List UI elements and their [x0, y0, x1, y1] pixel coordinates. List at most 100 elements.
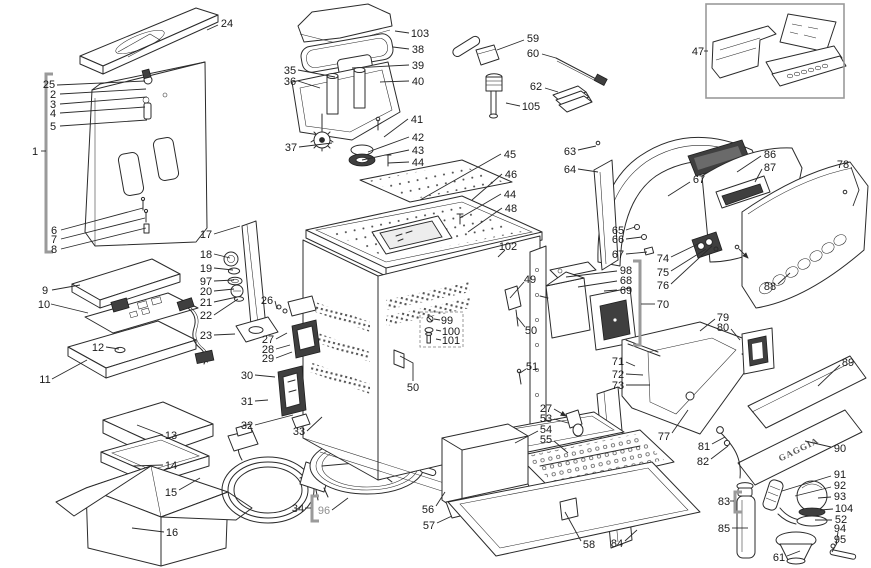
- leader-line-95: [831, 542, 838, 553]
- bowl-40: [291, 61, 401, 141]
- leader-line-90: [804, 440, 832, 448]
- leader-line-42: [367, 136, 410, 153]
- part-label-94: 94: [834, 523, 846, 535]
- scoop-105: [485, 73, 503, 119]
- leader-line-2: [59, 88, 147, 95]
- leader-line-44: [459, 193, 502, 219]
- leader-line-39: [351, 64, 410, 69]
- part-label-66: 66: [612, 234, 624, 246]
- bracket-83: [733, 490, 742, 514]
- leader-line-55: [553, 440, 569, 454]
- leader-line-50: [516, 316, 526, 328]
- part-label-11: 11: [39, 374, 50, 386]
- part-label-96: 96: [318, 505, 330, 517]
- leader-line-91: [781, 475, 832, 492]
- disc-52: [796, 515, 828, 527]
- side-components-drawing: [276, 295, 321, 429]
- part-label-69: 69: [620, 285, 632, 297]
- part-label-76: 76: [657, 280, 669, 292]
- drip-tray-drawing: [441, 409, 701, 557]
- leader-line-17: [213, 225, 241, 235]
- leader-line-9: [51, 284, 81, 291]
- part-label-33: 33: [293, 426, 305, 438]
- part-label-45: 45: [504, 149, 516, 161]
- front-panel-88-drawing: [734, 161, 869, 309]
- leader-line-51: [519, 368, 527, 374]
- emblem-48: [371, 215, 453, 255]
- part-label-75: 75: [657, 267, 669, 279]
- part-label-44: 44: [504, 189, 516, 201]
- part-label-18: 18: [200, 249, 212, 261]
- boiler-68: [545, 277, 591, 339]
- leader-line-32: [254, 414, 294, 426]
- leader-line-10: [50, 303, 89, 314]
- part-label-4: 4: [50, 108, 56, 120]
- leader-line-5: [59, 119, 148, 127]
- leader-line-63: [577, 145, 597, 151]
- part-label-54: 54: [540, 424, 552, 436]
- bracket-26: [287, 295, 317, 317]
- part-label-67: 67: [693, 174, 705, 186]
- leader-line-37: [298, 142, 333, 148]
- leader-line-54: [514, 430, 539, 444]
- part-label-64: 64: [564, 164, 576, 176]
- part-label-27: 27: [540, 403, 552, 415]
- leader-line-11: [51, 359, 88, 380]
- part-label-63: 63: [564, 146, 576, 158]
- packaging-drawing: [55, 401, 253, 567]
- leader-line-81: [711, 436, 726, 445]
- ring-82: [723, 439, 731, 447]
- part-label-27: 27: [262, 334, 274, 346]
- boiler-group-drawing: [539, 261, 637, 351]
- part-label-29: 29: [262, 353, 274, 365]
- part-label-47: 47: [692, 46, 704, 58]
- screw-44a: [384, 154, 392, 167]
- part-label-53: 53: [540, 413, 552, 425]
- leader-line-80: [730, 328, 741, 341]
- part-label-65: 65: [612, 225, 624, 237]
- part-label-40: 40: [412, 76, 424, 88]
- key-59: [452, 35, 500, 66]
- wand-85: [736, 495, 756, 559]
- screw-kit-icons: [424, 315, 434, 344]
- leader-line-25: [56, 80, 146, 86]
- leader-line-88: [777, 272, 791, 285]
- part-label-83: 83: [718, 496, 730, 508]
- leader-line-75: [670, 248, 707, 272]
- part-label-16: 16: [166, 527, 178, 539]
- leader-line-12: [105, 346, 120, 350]
- part-label-42: 42: [412, 132, 424, 144]
- part-label-79: 79: [717, 312, 729, 324]
- part-label-39: 39: [412, 60, 424, 72]
- screw-63: [595, 140, 601, 146]
- rear-panel-17-drawing: [223, 220, 279, 343]
- part-label-28: 28: [262, 344, 274, 356]
- part-label-26: 26: [261, 295, 273, 307]
- leader-line-69: [603, 289, 618, 292]
- part-label-70: 70: [657, 299, 669, 311]
- leader-line-53: [553, 418, 569, 424]
- leader-line-66: [625, 236, 643, 240]
- leader-line-3: [59, 96, 148, 105]
- leader-line-86: [736, 155, 762, 173]
- leader-line-14: [132, 464, 164, 467]
- part-label-73: 73: [612, 380, 624, 392]
- pins-94-95: [829, 543, 857, 560]
- part-label-50: 50: [525, 325, 537, 337]
- part-label-31: 31: [241, 396, 253, 408]
- leader-line-50: [399, 355, 414, 381]
- part-label-35: 35: [284, 65, 296, 77]
- leader-line-93: [817, 496, 832, 499]
- leader-line-62: [544, 87, 559, 93]
- part-label-100: 100: [442, 326, 460, 338]
- part-label-6: 6: [51, 225, 57, 237]
- part-label-91: 91: [834, 469, 846, 481]
- leader-line-64: [577, 168, 599, 173]
- leader-line-56: [435, 491, 446, 507]
- leader-line-74: [670, 242, 701, 258]
- leader-line-7: [60, 217, 146, 240]
- part-label-15: 15: [165, 487, 177, 499]
- leader-line-97: [213, 279, 235, 282]
- knob-stack-drawing: [223, 251, 245, 302]
- lid-103: [297, 3, 393, 43]
